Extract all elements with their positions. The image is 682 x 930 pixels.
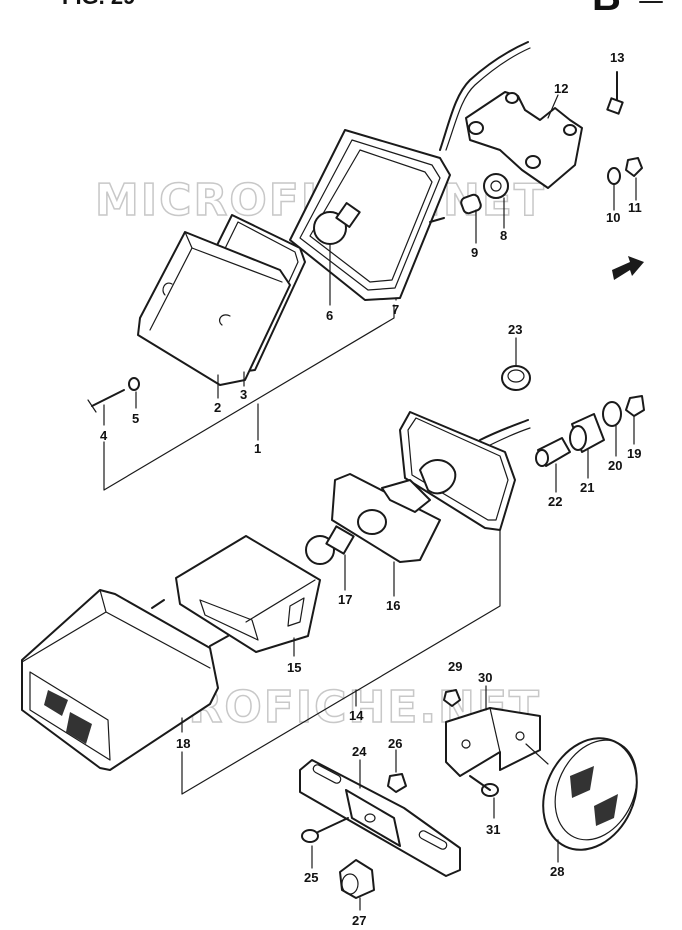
callout-4: 4 — [100, 428, 108, 443]
callout-12: 12 — [554, 81, 568, 96]
callout-25: 25 — [304, 870, 318, 885]
part-8-grommet — [483, 173, 509, 199]
part-4-screw — [87, 389, 125, 413]
callout-13: 13 — [610, 50, 624, 65]
figure-label: FIG. 29 — [62, 0, 135, 9]
callout-23: 23 — [508, 322, 522, 337]
part-20-washer — [602, 401, 622, 427]
part-29-nut — [443, 689, 461, 707]
part-14-housing — [399, 411, 516, 531]
part-27-cap — [339, 859, 375, 899]
part-19-nut — [625, 395, 645, 417]
part-15-gasket — [175, 535, 321, 653]
part-13-bolt — [606, 71, 624, 115]
part-25-screw — [301, 817, 349, 843]
part-24-plate-bracket — [299, 759, 461, 877]
callout-22: 22 — [548, 494, 562, 509]
part-22-spacer — [535, 437, 571, 467]
callout-2: 2 — [214, 400, 221, 415]
part-5-washer — [128, 377, 140, 391]
wire-lower — [479, 419, 529, 441]
bracket-1 — [103, 304, 395, 491]
part-31-screw — [469, 775, 499, 797]
callout-31: 31 — [486, 822, 500, 837]
part-16-plate — [331, 473, 441, 563]
bracket-14 — [181, 529, 501, 795]
leader-28-connector — [525, 743, 549, 765]
callout-17: 17 — [338, 592, 352, 607]
callout-3: 3 — [240, 387, 247, 402]
part-9-spacer — [460, 193, 482, 215]
callout-29: 29 — [448, 659, 462, 674]
part-18-lens — [21, 589, 229, 771]
wire-upper — [439, 41, 529, 151]
direction-arrow-icon — [612, 256, 644, 280]
callout-18: 18 — [176, 736, 190, 751]
callout-20: 20 — [608, 458, 622, 473]
callout-27: 27 — [352, 913, 366, 928]
callout-24: 24 — [352, 744, 367, 759]
part-26-nut — [387, 773, 407, 793]
part-12-bracket — [465, 91, 583, 189]
callout-5: 5 — [132, 411, 139, 426]
callout-15: 15 — [287, 660, 301, 675]
callout-9: 9 — [471, 245, 478, 260]
part-6-bulb — [313, 202, 361, 245]
callout-14: 14 — [349, 708, 364, 723]
callout-28: 28 — [550, 864, 564, 879]
callout-11: 11 — [628, 200, 642, 215]
callout-19: 19 — [627, 446, 641, 461]
part-28-lens — [542, 737, 638, 851]
part-23-grommet — [501, 365, 531, 391]
part-21-grommet — [569, 413, 605, 453]
callout-21: 21 — [580, 480, 594, 495]
wire-upper-inner — [445, 47, 531, 151]
callout-30: 30 — [478, 670, 492, 685]
callout-8: 8 — [500, 228, 507, 243]
section-letter: B — [592, 0, 621, 19]
part-10-washer — [607, 167, 621, 185]
callout-6: 6 — [326, 308, 333, 323]
part-17-bulb — [305, 525, 355, 565]
callout-7: 7 — [392, 302, 399, 317]
part-7-housing — [289, 129, 451, 301]
callout-16: 16 — [386, 598, 400, 613]
callout-10: 10 — [606, 210, 620, 225]
leader-12 — [547, 94, 559, 119]
callout-26: 26 — [388, 736, 402, 751]
part-11-nut — [625, 157, 643, 177]
callout-1: 1 — [254, 441, 261, 456]
part-30-bracket — [445, 707, 541, 777]
part-2-lens — [137, 231, 291, 386]
